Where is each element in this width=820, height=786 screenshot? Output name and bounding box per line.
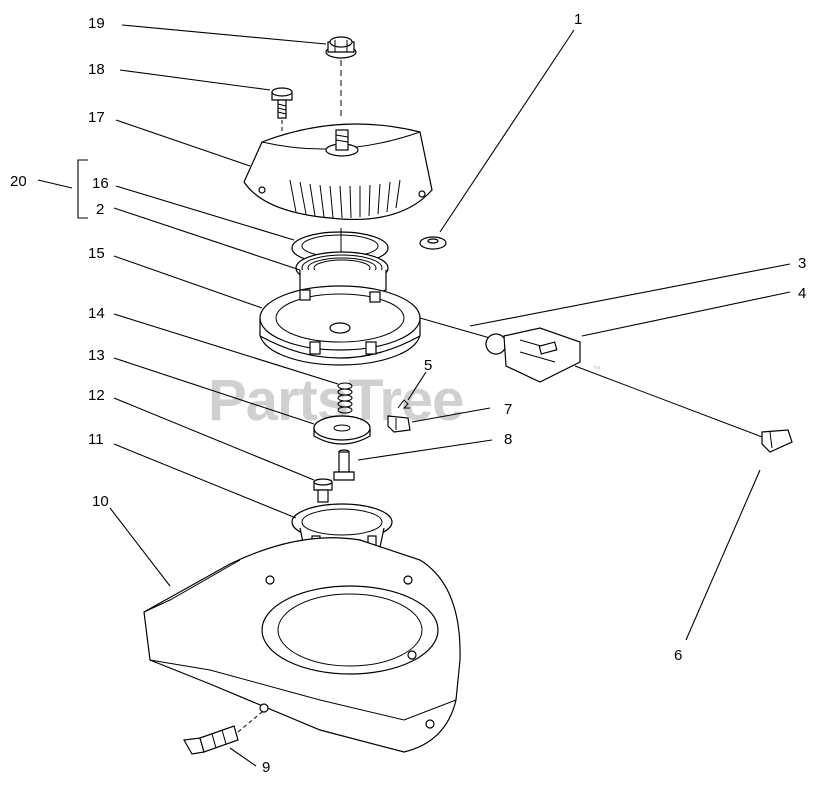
part-4-starter-handle[interactable] [485,327,581,383]
part-10-blower-housing[interactable] [143,537,461,753]
callout-10: 10 [92,493,109,510]
callout-15: 15 [88,245,105,262]
part-9-bolt[interactable] [183,725,239,755]
callout-6: 6 [674,647,682,664]
callout-9: 9 [262,759,270,776]
callout-4: 4 [798,285,806,302]
callout-2: 2 [96,201,104,218]
callout-12: 12 [88,387,105,404]
callout-14: 14 [88,305,105,322]
callout-8: 8 [504,431,512,448]
part-15-pulley[interactable] [259,285,421,366]
part-8-pin[interactable] [333,449,355,481]
callout-13: 13 [88,347,105,364]
callout-18: 18 [88,61,105,78]
part-5-spring-clip[interactable] [397,399,410,409]
part-3-starter-rope[interactable] [419,317,771,441]
leader-lines [37,24,791,767]
watermark-trademark: ™ [592,364,601,374]
part-19-flange-nut[interactable] [325,36,357,59]
part-1-washer[interactable] [419,236,447,250]
part-12-screw[interactable] [313,478,333,503]
part-17-starter-housing[interactable] [243,123,433,221]
callout-20: 20 [10,173,27,190]
callout-17: 17 [88,109,105,126]
callout-3: 3 [798,255,806,272]
part-7-pawl[interactable] [387,415,411,433]
callout-labels: 1 2 3 4 5 6 7 8 9 10 11 12 13 14 15 16 1… [10,11,806,776]
callout-5: 5 [424,357,432,374]
callout-11: 11 [88,431,104,448]
callout-16: 16 [92,175,109,192]
callout-1: 1 [574,11,582,28]
part-14-spring[interactable] [337,382,353,414]
part-13-retainer[interactable] [313,415,371,445]
callout-7: 7 [504,401,512,418]
part-18-bolt[interactable] [271,87,293,119]
callout-19: 19 [88,15,105,32]
part-6-rope-clip[interactable] [761,429,793,453]
